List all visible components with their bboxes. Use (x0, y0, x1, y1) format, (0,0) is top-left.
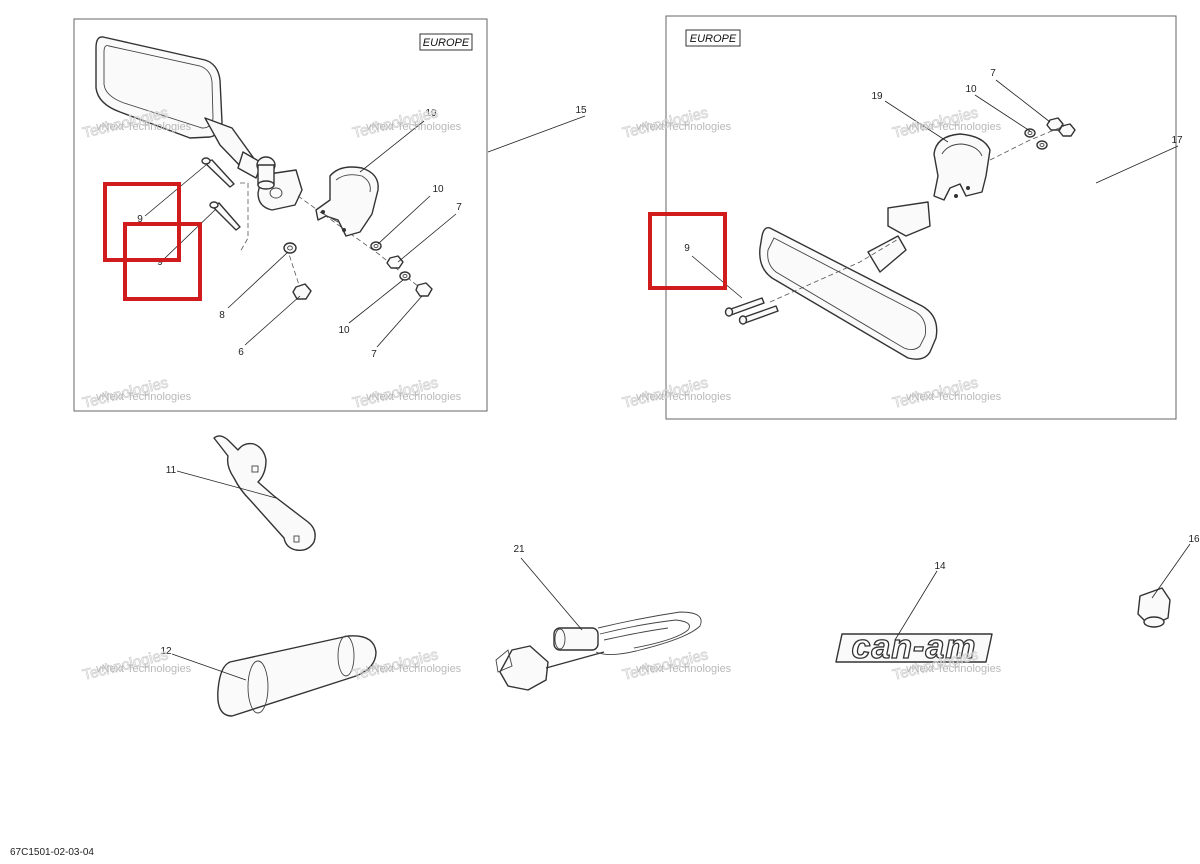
callout-16: 16 (1188, 534, 1200, 545)
region-tag-left: EUROPE (423, 37, 470, 49)
screws-9-right (724, 297, 779, 325)
callout-10-right: 10 (965, 84, 977, 95)
callout-21: 21 (513, 544, 525, 555)
watermark-small-11: vNext Technologies (906, 663, 1002, 675)
side-mirror (95, 36, 263, 179)
callout-19-right: 19 (871, 91, 883, 102)
watermark-small-0: vNext Technologies (96, 121, 192, 133)
mirror-mount (256, 156, 303, 211)
callout-7-right: 7 (990, 68, 996, 79)
region-tag-box-left (419, 33, 473, 51)
callout-9-right: 9 (684, 243, 690, 254)
callout-6: 6 (238, 347, 244, 358)
hardware-right (1024, 117, 1076, 150)
watermark-small-6: vNext Technologies (636, 391, 732, 403)
rearview-mirror (759, 201, 938, 360)
callout-12: 12 (160, 646, 172, 657)
callout-7-left-b: 7 (371, 349, 377, 360)
watermark-small-4: vNext Technologies (96, 391, 192, 403)
highlight-box-screw-9c (648, 212, 727, 290)
highlight-box-screw-9b (123, 222, 202, 301)
spanner-wrench (213, 435, 316, 552)
region-tag-right: EUROPE (690, 33, 737, 45)
callout-15: 15 (575, 105, 587, 116)
brand-decal: can-am (835, 627, 993, 667)
brand-decal-text: can-am (851, 628, 976, 666)
watermark-small-10: vNext Technologies (636, 663, 732, 675)
assembly-path-right-2 (989, 125, 1065, 161)
callout-7-left-a: 7 (456, 202, 462, 213)
drawing-code: 67C1501-02-03-04 (10, 847, 94, 858)
watermark-small-2: vNext Technologies (636, 121, 732, 133)
callout-8: 8 (219, 310, 225, 321)
hardware-left (283, 241, 433, 300)
callout-9-left-a: 9 (137, 214, 143, 225)
region-tag-box-right (685, 29, 741, 47)
callout-10-left-a: 10 (432, 184, 444, 195)
assembly-path-left-3 (286, 247, 301, 289)
callout-17: 17 (1171, 135, 1183, 146)
callout-9-left-b: 9 (157, 257, 163, 268)
power-socket (1137, 587, 1171, 628)
watermark-small-1: vNext Technologies (366, 121, 462, 133)
clamp-19-right (933, 133, 991, 201)
wiring-harness (495, 611, 702, 691)
protective-sleeve (217, 635, 377, 717)
callout-19-left: 19 (425, 108, 437, 119)
watermark-small-7: vNext Technologies (906, 391, 1002, 403)
callout-14: 14 (934, 561, 946, 572)
assembly-path-right-1 (769, 237, 901, 303)
watermark-small-5: vNext Technologies (366, 391, 462, 403)
assembly-path-left-1 (239, 182, 249, 253)
callout-10-left-b: 10 (338, 325, 350, 336)
screws-9-left (201, 157, 241, 231)
left-kit-frame (73, 18, 488, 412)
right-kit-frame (665, 15, 1177, 420)
clamp-19-left (315, 166, 379, 237)
watermark-small-8: vNext Technologies (96, 663, 192, 675)
watermark-small-3: vNext Technologies (906, 121, 1002, 133)
watermark-small-9: vNext Technologies (366, 663, 462, 675)
callout-11: 11 (166, 465, 177, 476)
